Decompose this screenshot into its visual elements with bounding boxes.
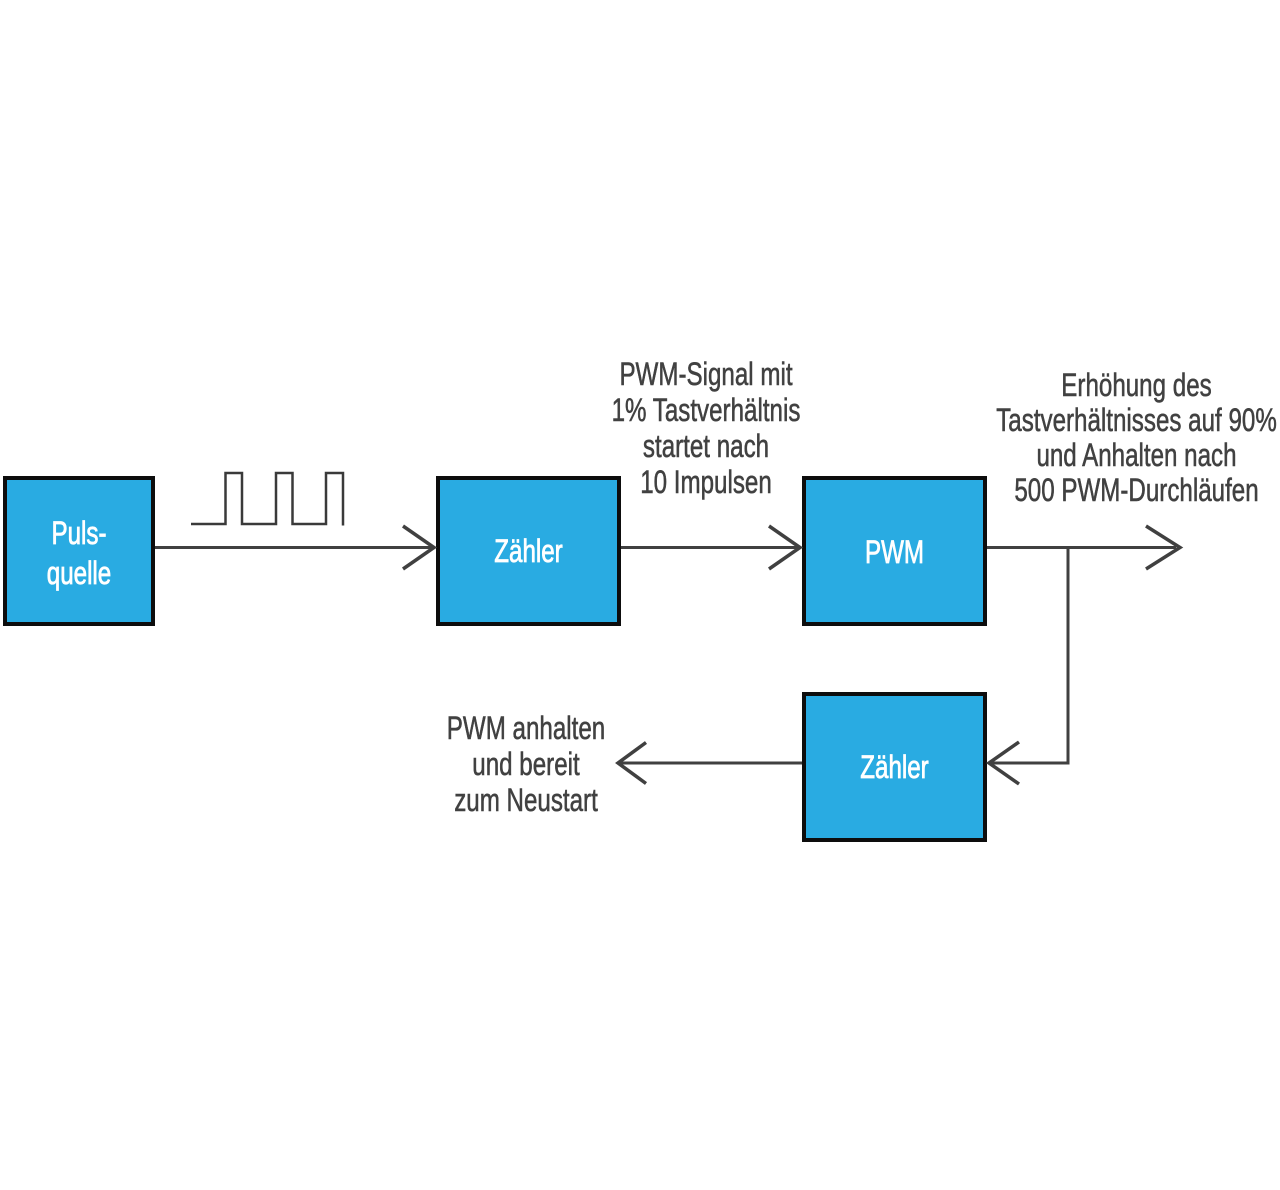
svg-text:1% Tastverhältnis: 1% Tastverhältnis <box>612 393 801 429</box>
svg-text:Tastverhältnisses auf 90%: Tastverhältnisses auf 90% <box>996 403 1277 439</box>
svg-text:Erhöhung des: Erhöhung des <box>1061 368 1211 404</box>
svg-text:Zähler: Zähler <box>860 750 928 786</box>
svg-text:PWM-Signal mit: PWM-Signal mit <box>619 357 792 393</box>
svg-text:10 Impulsen: 10 Impulsen <box>640 465 772 501</box>
svg-text:PWM anhalten: PWM anhalten <box>447 711 605 747</box>
svg-text:zum Neustart: zum Neustart <box>454 783 598 819</box>
svg-text:Zähler: Zähler <box>494 534 562 570</box>
svg-text:500 PWM-Durchläufen: 500 PWM-Durchläufen <box>1014 473 1258 509</box>
svg-text:PWM: PWM <box>865 535 924 571</box>
svg-text:startet nach: startet nach <box>643 429 769 465</box>
svg-text:quelle: quelle <box>47 556 111 592</box>
svg-text:und Anhalten nach: und Anhalten nach <box>1036 438 1236 474</box>
svg-text:und bereit: und bereit <box>472 747 580 783</box>
svg-text:Puls-: Puls- <box>51 516 106 552</box>
